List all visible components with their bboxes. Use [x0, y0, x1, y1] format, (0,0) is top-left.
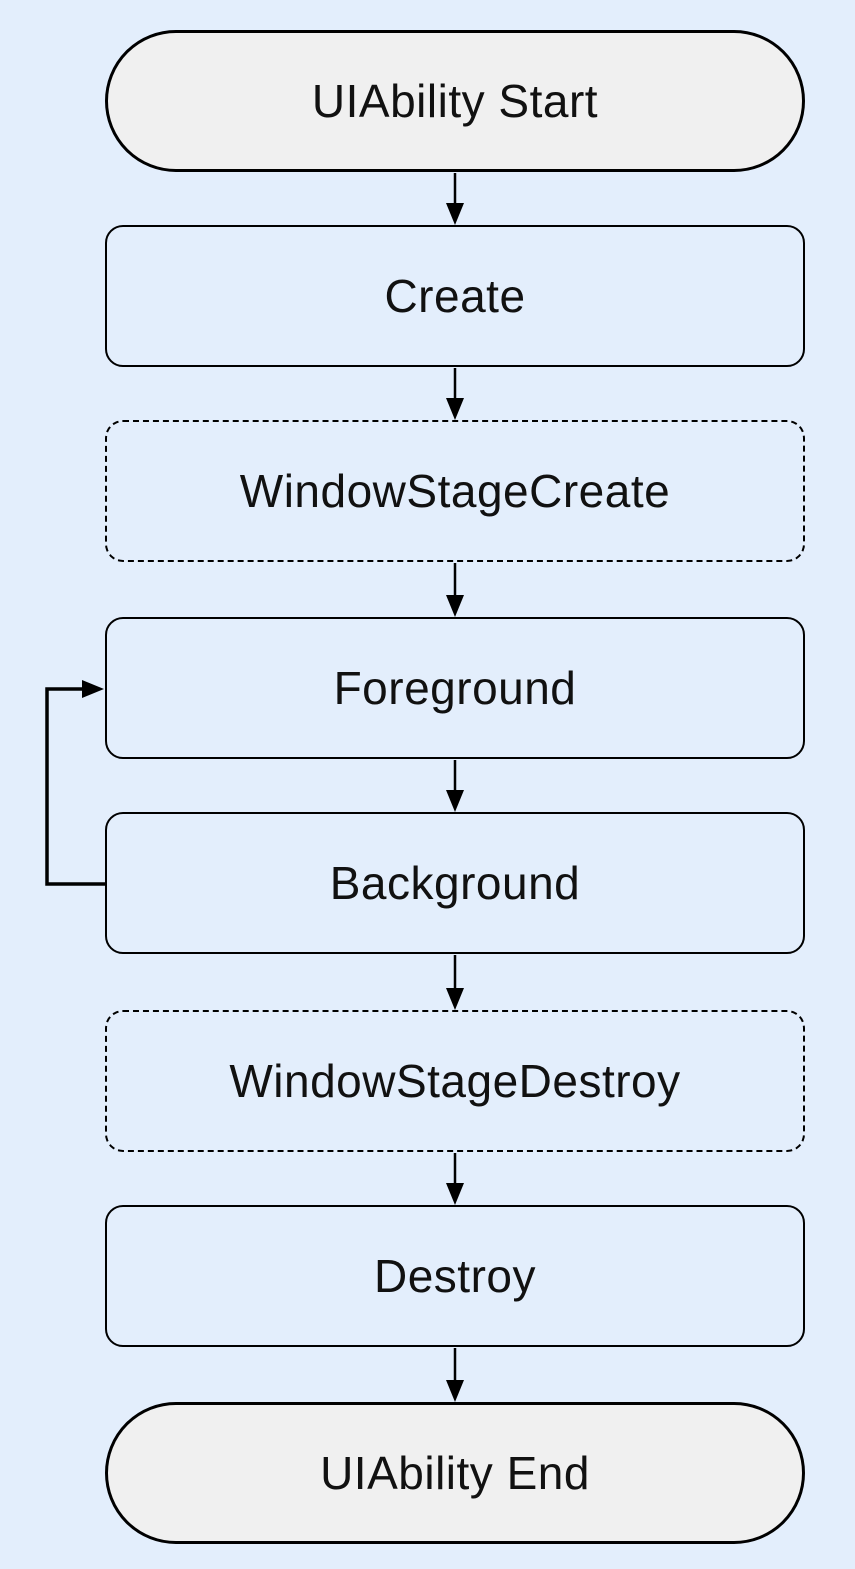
node-uiability-end: UIAbility End — [105, 1402, 805, 1544]
edge-foreground-background — [446, 760, 464, 812]
node-foreground: Foreground — [105, 617, 805, 759]
edge-create-windowstagecreate — [446, 368, 464, 420]
node-create: Create — [105, 225, 805, 367]
node-uiability-start: UIAbility Start — [105, 30, 805, 172]
edge-destroy-end — [446, 1348, 464, 1402]
node-destroy: Destroy — [105, 1205, 805, 1347]
edge-background-foreground-loop — [45, 680, 105, 886]
edge-windowstagedestroy-destroy — [446, 1153, 464, 1205]
node-windowstagecreate-label: WindowStageCreate — [239, 465, 671, 517]
node-uiability-end-label: UIAbility End — [320, 1447, 590, 1499]
node-background-label: Background — [329, 857, 581, 909]
edge-windowstagecreate-foreground — [446, 563, 464, 617]
node-uiability-start-label: UIAbility Start — [311, 75, 599, 127]
node-create-label: Create — [384, 270, 526, 322]
node-destroy-label: Destroy — [374, 1250, 536, 1302]
node-windowstagedestroy-label: WindowStageDestroy — [229, 1055, 681, 1107]
edge-start-create — [446, 173, 464, 225]
node-background: Background — [105, 812, 805, 954]
edge-background-windowstagedestroy — [446, 955, 464, 1010]
node-windowstagedestroy: WindowStageDestroy — [105, 1010, 805, 1152]
node-windowstagecreate: WindowStageCreate — [105, 420, 805, 562]
node-foreground-label: Foreground — [333, 662, 577, 714]
